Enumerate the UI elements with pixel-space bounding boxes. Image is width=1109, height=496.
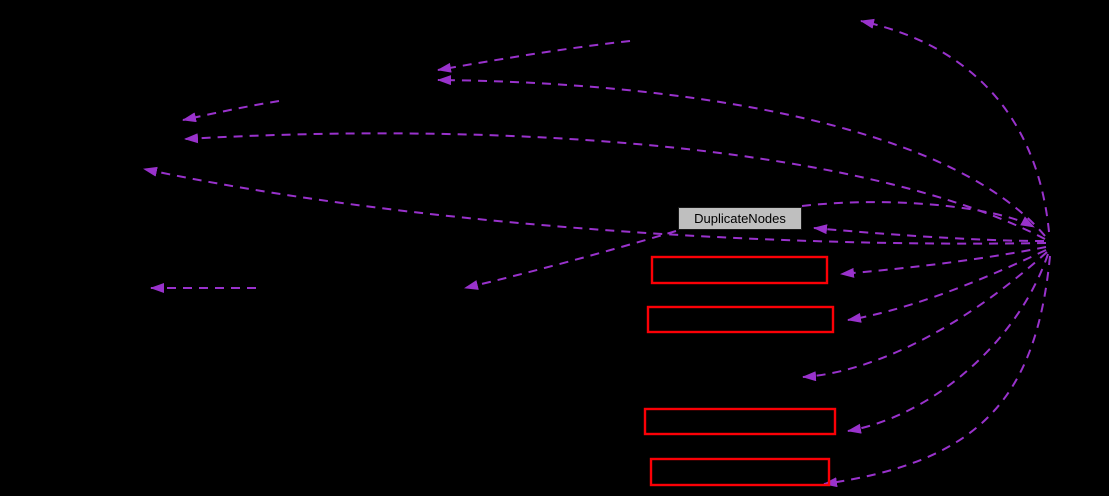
truncated-node-4[interactable] [649, 457, 831, 487]
edge-duplicatenodes-to-center-node [464, 230, 677, 290]
edge-hub-to-left-node-b [143, 166, 1047, 245]
edge-hub-to-truncated-3 [847, 253, 1049, 434]
edge-duplicatenodes-to-hub [801, 201, 1035, 228]
edge-topcenter-to-uppermid-node-a [437, 40, 631, 73]
edge-hub-to-left-node-a [184, 132, 1046, 240]
edge-hub-to-truncated-2 [847, 249, 1047, 323]
truncated-node-3[interactable] [643, 407, 837, 436]
edge-hub-to-truncated-4 [823, 255, 1051, 488]
edge-hub-to-duplicatenodes [813, 224, 1045, 242]
edge-midleft-short [182, 100, 280, 123]
node-duplicatenodes[interactable]: DuplicateNodes [678, 207, 802, 230]
edge-hub-to-truncated-1 [840, 246, 1047, 278]
truncated-node-2[interactable] [646, 305, 835, 334]
truncated-node-1[interactable] [650, 255, 829, 285]
edge-hub-to-top-node [860, 18, 1050, 233]
edge-hub-to-uppermid-node-b [437, 75, 1046, 237]
node-duplicatenodes-box[interactable] [678, 207, 802, 230]
edge-hub-to-hidden-node [802, 251, 1048, 382]
node-duplicatenodes-label: DuplicateNodes [694, 211, 786, 226]
